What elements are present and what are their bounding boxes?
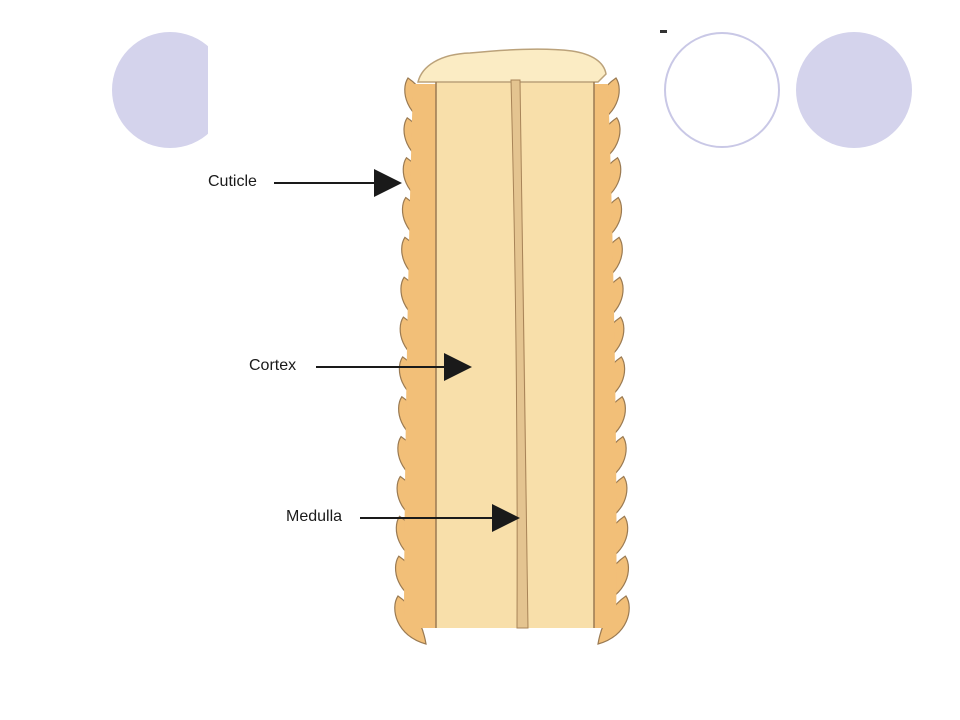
medulla-core bbox=[510, 79, 529, 629]
decorative-circle-outline bbox=[664, 32, 780, 148]
tick-mark bbox=[660, 30, 667, 33]
right-arrow-icon bbox=[360, 504, 520, 532]
cuticle-band-right bbox=[594, 84, 617, 628]
right-arrow-icon bbox=[316, 353, 472, 381]
cuticle-band-left bbox=[404, 84, 436, 628]
label-cuticle: Cuticle bbox=[208, 173, 257, 190]
right-arrow-icon bbox=[274, 169, 402, 197]
hair-tip bbox=[417, 48, 607, 83]
label-cortex: Cortex bbox=[249, 357, 297, 374]
label-medulla: Medulla bbox=[286, 508, 343, 525]
decorative-circle-2 bbox=[796, 32, 912, 148]
